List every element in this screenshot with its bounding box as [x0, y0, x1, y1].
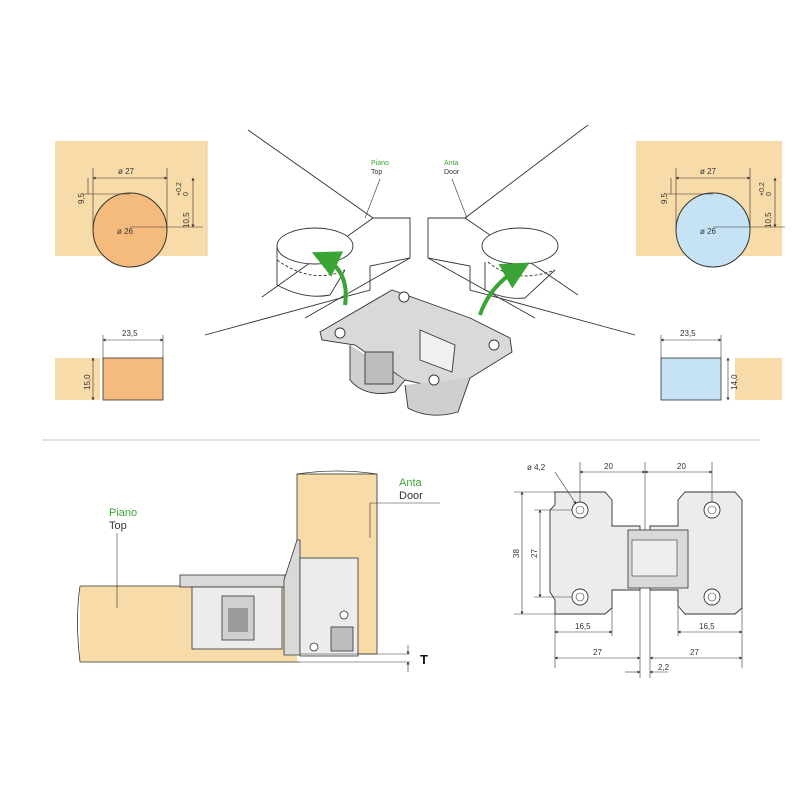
top-panel-bore [276, 227, 354, 265]
left-tol-zero: 0 [183, 192, 190, 196]
mounting-hole-icon [571, 501, 589, 519]
side-section-view: T Piano Top Anta Door [77, 470, 440, 672]
insert-arrow-left-icon [311, 251, 348, 306]
hinge-3d-illustration [319, 289, 513, 416]
right-total-label: 27 [690, 648, 699, 657]
right-depth-dim: 10,5 [764, 212, 773, 228]
hinge-screw-icon [339, 610, 349, 620]
right-tol-zero: 0 [766, 192, 773, 196]
height-label: 38 [512, 549, 521, 558]
right-width-dim: 23,5 [680, 329, 696, 338]
left-tol-plus: +0,2 [176, 182, 183, 196]
front-dimension-view: ø 4,2 20 20 38 27 16,5 16,5 27 27 [512, 462, 743, 678]
right-height-dim: 9,5 [660, 192, 669, 204]
left-inner-label: 16,5 [575, 622, 591, 631]
left-depth-dim: 10,5 [182, 212, 191, 228]
right-bore-detail: ø 27 ø 26 9,5 10,5 +0,2 0 [636, 141, 785, 268]
mounting-hole-icon [571, 588, 589, 606]
mounting-hole-icon [703, 588, 721, 606]
side-top-label-en: Top [109, 520, 127, 532]
left-bore-detail: ø 27 ø 26 9,5 10,5 +0,2 0 [55, 141, 208, 268]
right-inner-label: 16,5 [699, 622, 715, 631]
top-label-it: Piano [371, 160, 389, 167]
left-section-block [102, 357, 164, 401]
left-total-label: 27 [593, 648, 602, 657]
screw-icon [488, 339, 500, 351]
screw-icon [334, 327, 346, 339]
mounting-hole-icon [703, 501, 721, 519]
side-door-label-en: Door [399, 490, 423, 502]
inner-height-label: 27 [530, 549, 539, 558]
screw-icon [398, 291, 410, 303]
right-hole-diameter-label: ø 26 [700, 227, 717, 236]
side-door-label-it: Anta [399, 477, 423, 489]
left-hole-diameter-label: ø 26 [117, 227, 134, 236]
door-panel-bore [481, 227, 559, 265]
side-top-label-it: Piano [109, 507, 137, 519]
perspective-labels: Piano Top Anta Door [364, 160, 468, 219]
left-section-detail: 23,5 15,0 [55, 329, 164, 401]
half-width-left-label: 20 [604, 462, 613, 471]
right-thickness-dim: 14,0 [730, 374, 739, 390]
screw-icon [428, 374, 440, 386]
left-width-dim: 23,5 [122, 329, 138, 338]
door-label-it: Anta [444, 160, 459, 167]
top-label-en: Top [371, 169, 382, 176]
right-section-detail: 23,5 14,0 [660, 329, 782, 401]
gap-dim-label: 2,2 [658, 663, 670, 672]
right-hole-width-label: ø 27 [700, 167, 717, 176]
hole-dim-label: ø 4,2 [527, 463, 546, 472]
left-height-dim: 9,5 [77, 192, 86, 204]
right-tol-plus: +0,2 [759, 182, 766, 196]
insert-arrow-right-icon [478, 262, 530, 316]
left-hole-width-label: ø 27 [118, 167, 135, 176]
gap-label-t: T [420, 652, 428, 667]
half-width-right-label: 20 [677, 462, 686, 471]
left-thickness-dim: 15,0 [83, 374, 92, 390]
door-label-en: Door [444, 169, 460, 176]
right-section-block [660, 357, 722, 401]
